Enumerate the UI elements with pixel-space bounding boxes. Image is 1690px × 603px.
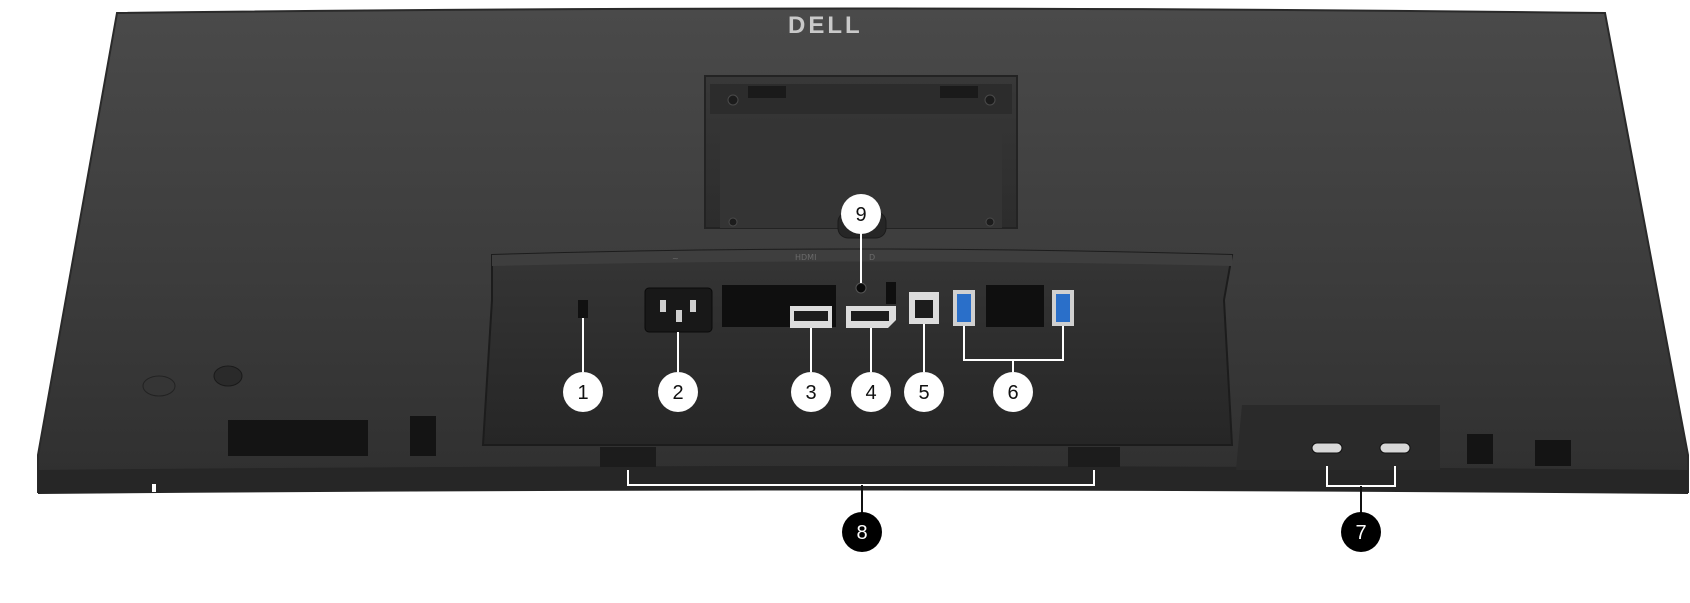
rear-bump-left xyxy=(142,375,176,397)
power-symbol-label: ~ xyxy=(672,254,679,263)
displayport-port xyxy=(846,306,896,328)
audio-out-jack xyxy=(855,282,867,294)
svg-text:4: 4 xyxy=(865,382,876,404)
cable-clip-left xyxy=(600,447,656,467)
hdmi-label: HDMI xyxy=(795,253,816,262)
svg-text:7: 7 xyxy=(1355,522,1366,544)
callout-4: 4 xyxy=(851,372,891,412)
dell-logo: DELL xyxy=(788,12,863,39)
power-socket xyxy=(644,287,713,333)
usb-a-port-1 xyxy=(953,290,975,326)
dp-label: D xyxy=(869,253,875,262)
io-panel xyxy=(481,248,1234,446)
svg-text:6: 6 xyxy=(1007,382,1018,404)
svg-text:8: 8 xyxy=(856,522,867,544)
callout-1: 1 xyxy=(563,372,603,412)
svg-text:2: 2 xyxy=(672,382,683,404)
callout-3: 3 xyxy=(791,372,831,412)
security-lock-slot xyxy=(578,300,588,318)
svg-text:9: 9 xyxy=(855,204,866,226)
usb-c-port-2 xyxy=(1379,442,1411,454)
rear-bump-right xyxy=(213,365,243,387)
callout-lines-dark xyxy=(861,485,1362,515)
svg-text:1: 1 xyxy=(577,382,588,404)
usb-b-upstream-port xyxy=(909,292,939,324)
hdmi-port xyxy=(790,306,832,328)
svg-text:3: 3 xyxy=(805,382,816,404)
callout-9: 9 xyxy=(841,194,881,234)
usb-a-port-2 xyxy=(1052,290,1074,326)
vent-left xyxy=(228,416,436,456)
svg-text:5: 5 xyxy=(918,382,929,404)
callout-7: 7 xyxy=(1341,512,1381,552)
cable-clip-right xyxy=(1068,447,1120,467)
vent-right xyxy=(1467,434,1571,466)
usbc-panel xyxy=(1236,405,1440,470)
vent-inner-right xyxy=(986,285,1044,327)
vent-small xyxy=(886,282,896,304)
callout-8: 8 xyxy=(842,512,882,552)
status-indicator xyxy=(152,484,156,492)
monitor-bottom-edge xyxy=(38,466,1688,494)
callout-5: 5 xyxy=(904,372,944,412)
callout-6: 6 xyxy=(993,372,1033,412)
usb-c-port-1 xyxy=(1311,442,1343,454)
callout-2: 2 xyxy=(658,372,698,412)
